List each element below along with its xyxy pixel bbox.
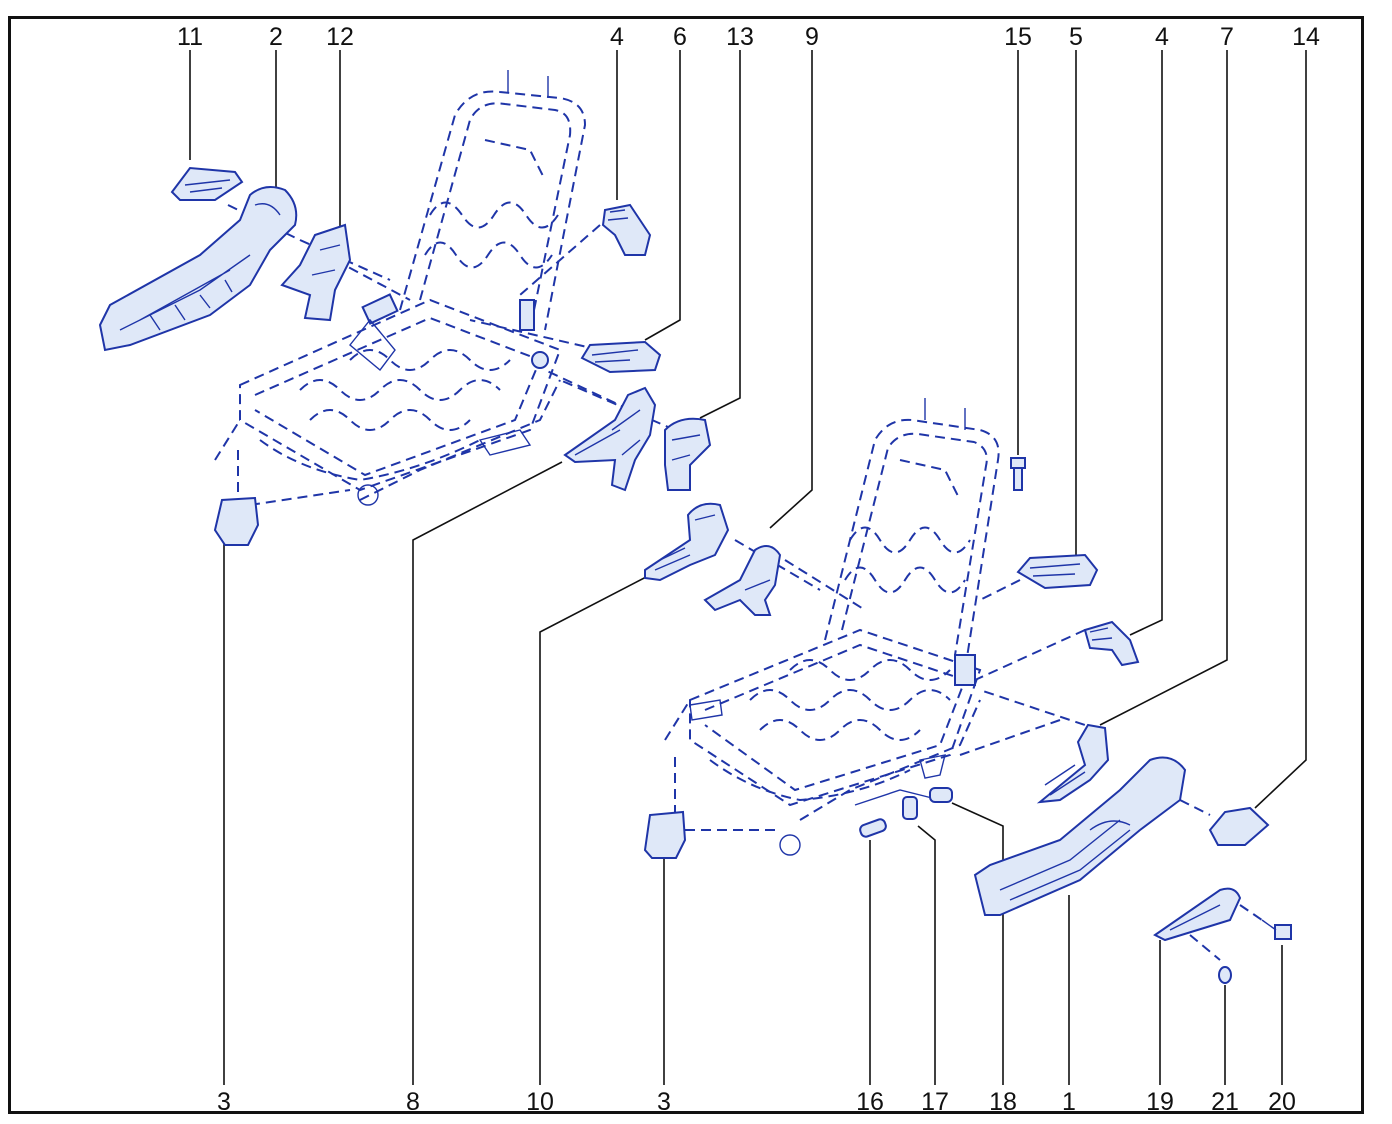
bottom-labels: 3 8 10 3 16 17 18 1 19 21 20 [217, 1088, 1296, 1116]
right-seat-frame [664, 398, 1263, 961]
label-15: 15 [1004, 23, 1032, 51]
label-5: 5 [1069, 23, 1083, 51]
label-13: 13 [726, 23, 754, 51]
label-16: 16 [856, 1088, 884, 1116]
label-11: 11 [177, 23, 203, 51]
label-21: 21 [1211, 1088, 1239, 1116]
label-18: 18 [989, 1088, 1017, 1116]
label-7: 7 [1220, 23, 1234, 51]
label-8: 8 [406, 1088, 420, 1116]
label-9: 9 [805, 23, 819, 51]
left-seat-parts [98, 166, 712, 546]
label-12: 12 [326, 23, 354, 51]
leader-lines [189, 50, 1307, 1085]
label-20: 20 [1268, 1088, 1296, 1116]
label-10: 10 [526, 1088, 554, 1116]
label-3-right: 3 [657, 1088, 671, 1116]
right-seat-parts [643, 457, 1292, 984]
label-2: 2 [269, 23, 283, 51]
left-seat-frame [214, 70, 676, 506]
label-17: 17 [921, 1088, 949, 1116]
label-19: 19 [1146, 1088, 1174, 1116]
label-1: 1 [1062, 1088, 1076, 1116]
label-6: 6 [673, 23, 687, 51]
label-3-left: 3 [217, 1088, 231, 1116]
label-4-right: 4 [1155, 23, 1169, 51]
label-14: 14 [1292, 23, 1320, 51]
top-labels: 11 2 12 4 6 13 9 15 5 4 7 14 [177, 23, 1320, 51]
label-4-left: 4 [610, 23, 624, 51]
